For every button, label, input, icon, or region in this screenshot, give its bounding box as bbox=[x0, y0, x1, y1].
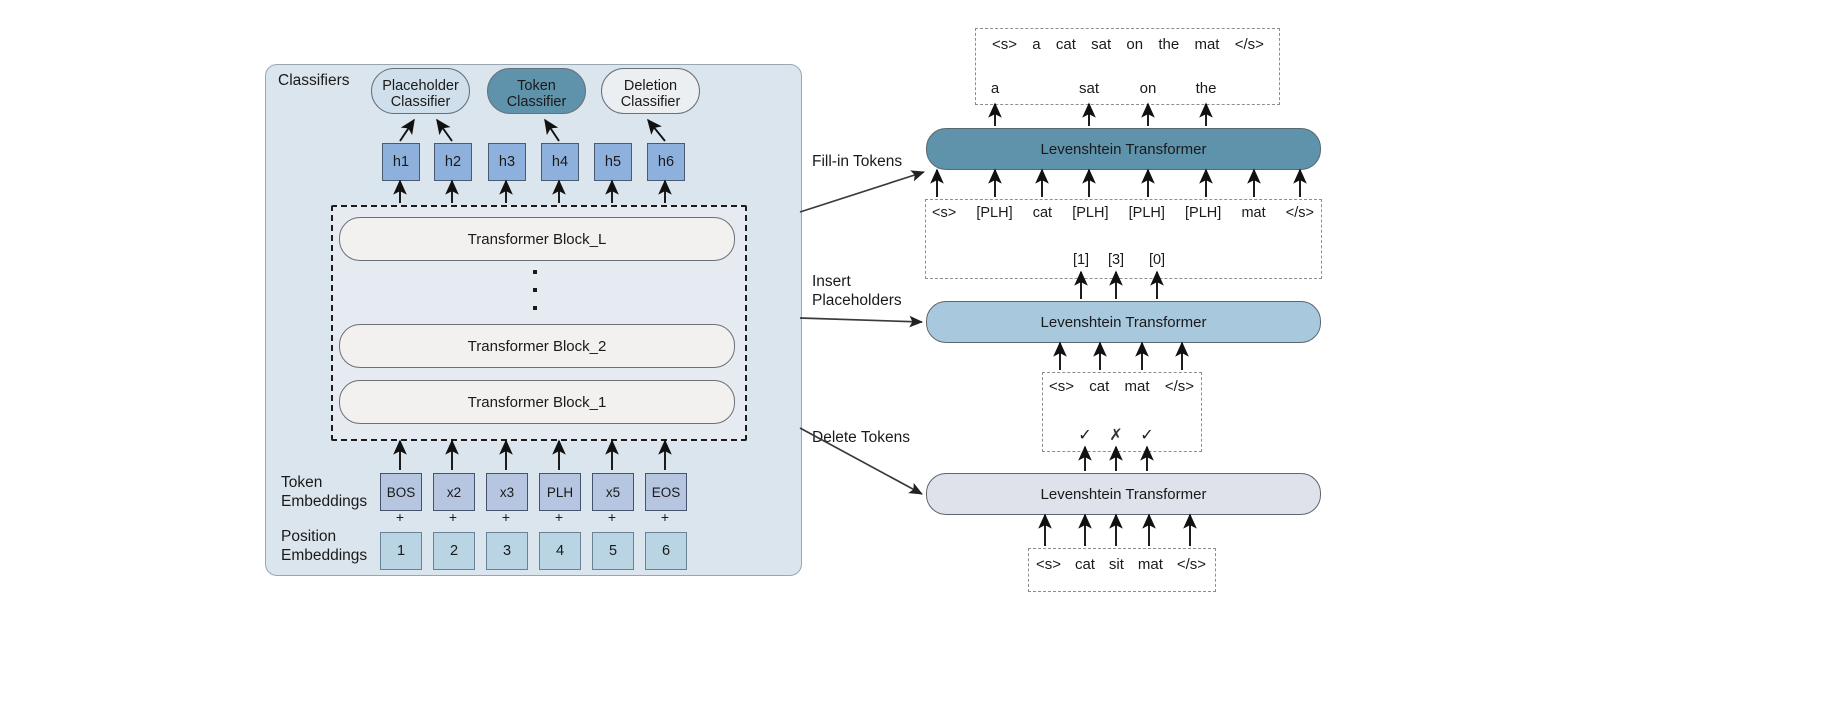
position-embedding-1: 2 bbox=[433, 532, 475, 570]
hidden-state-h1: h1 bbox=[382, 143, 420, 181]
deletion-decision-delete-icon-1: ✗ bbox=[1109, 427, 1123, 444]
stage-label-delete-tokens: Delete Tokens bbox=[812, 429, 910, 446]
placeholder-token-0: <s> bbox=[932, 205, 957, 221]
insertion-count-2: [0] bbox=[1148, 252, 1166, 268]
placeholder-token-5: [PLH] bbox=[1185, 205, 1222, 221]
post-delete-token-0: <s> bbox=[1049, 378, 1075, 395]
token-embedding-5: EOS bbox=[645, 473, 687, 511]
hidden-state-h6: h6 bbox=[647, 143, 685, 181]
transformer-block-1: Transformer Block_1 bbox=[339, 380, 735, 424]
token-classifier-label-line1: Token bbox=[517, 78, 556, 94]
levenshtein-transformer-fill-in[interactable]: Levenshtein Transformer bbox=[926, 128, 1321, 170]
hidden-state-h4: h4 bbox=[541, 143, 579, 181]
position-embeddings-label: Position Embeddings bbox=[281, 527, 367, 565]
placeholder-sequence: <s> [PLH] cat [PLH] [PLH] [PLH] mat </s> bbox=[932, 205, 1314, 221]
input-token-0: <s> bbox=[1036, 556, 1062, 573]
input-token-4: </s> bbox=[1176, 556, 1206, 573]
transformer-block-L: Transformer Block_L bbox=[339, 217, 735, 261]
token-embeddings-label: Token Embeddings bbox=[281, 473, 367, 511]
filled-token-1: sat bbox=[1078, 80, 1099, 97]
classifiers-label: Classifiers bbox=[278, 72, 350, 89]
position-embeddings-label-line2: Embeddings bbox=[281, 547, 368, 564]
token-embedding-3: PLH bbox=[539, 473, 581, 511]
post-delete-sequence-box bbox=[1042, 372, 1202, 452]
input-sequence: <s> cat sit mat </s> bbox=[1036, 556, 1206, 573]
deletion-classifier-label-line2: Classifier bbox=[620, 94, 681, 110]
placeholder-token-1: [PLH] bbox=[976, 205, 1013, 221]
final-output-sequence: <s> a cat sat on the mat </s> bbox=[992, 36, 1264, 53]
filled-token-3: the bbox=[1195, 80, 1217, 97]
levenshtein-transformer-insert[interactable]: Levenshtein Transformer bbox=[926, 301, 1321, 343]
token-embedding-4: x5 bbox=[592, 473, 634, 511]
final-token-4: on bbox=[1126, 36, 1144, 53]
post-delete-token-1: cat bbox=[1089, 378, 1110, 395]
placeholder-token-4: [PLH] bbox=[1128, 205, 1165, 221]
token-embeddings-label-line2: Embeddings bbox=[281, 493, 368, 510]
levenshtein-transformer-delete[interactable]: Levenshtein Transformer bbox=[926, 473, 1321, 515]
position-embedding-5: 6 bbox=[645, 532, 687, 570]
input-sequence-box bbox=[1028, 548, 1216, 592]
stage-label-insert-placeholders-line2: Placeholders bbox=[812, 292, 902, 309]
filled-token-2: on bbox=[1139, 80, 1157, 97]
token-classifier-label-line2: Classifier bbox=[506, 94, 567, 110]
final-token-1: a bbox=[1032, 36, 1041, 53]
transformer-block-2: Transformer Block_2 bbox=[339, 324, 735, 368]
final-token-6: mat bbox=[1194, 36, 1220, 53]
plus-icon-2: + bbox=[501, 509, 511, 525]
final-token-5: the bbox=[1158, 36, 1180, 53]
hidden-state-h5: h5 bbox=[594, 143, 632, 181]
stage-label-insert-placeholders: Insert Placeholders bbox=[812, 272, 902, 310]
input-token-2: sit bbox=[1108, 556, 1124, 573]
placeholder-token-7: </s> bbox=[1285, 205, 1314, 221]
position-embedding-2: 3 bbox=[486, 532, 528, 570]
plus-icon-0: + bbox=[395, 509, 405, 525]
deletion-decision-keep-icon-0: ✓ bbox=[1078, 427, 1092, 444]
filled-token-0: a bbox=[990, 80, 1000, 97]
stage-label-insert-placeholders-line1: Insert bbox=[812, 273, 851, 290]
input-token-1: cat bbox=[1074, 556, 1095, 573]
insertion-count-0: [1] bbox=[1072, 252, 1090, 268]
placeholder-classifier-label-line1: Placeholder bbox=[382, 78, 459, 94]
post-delete-sequence: <s> cat mat </s> bbox=[1049, 378, 1194, 395]
plus-icon-4: + bbox=[607, 509, 617, 525]
position-embedding-4: 5 bbox=[592, 532, 634, 570]
final-output-box bbox=[975, 28, 1280, 105]
token-embedding-1: x2 bbox=[433, 473, 475, 511]
placeholder-classifier[interactable]: Placeholder Classifier bbox=[371, 68, 470, 114]
token-embedding-0: BOS bbox=[380, 473, 422, 511]
position-embeddings-label-line1: Position bbox=[281, 528, 337, 545]
insertion-count-1: [3] bbox=[1107, 252, 1125, 268]
position-embedding-3: 4 bbox=[539, 532, 581, 570]
placeholder-token-2: cat bbox=[1032, 205, 1053, 221]
token-embedding-2: x3 bbox=[486, 473, 528, 511]
final-token-2: cat bbox=[1055, 36, 1076, 53]
final-token-0: <s> bbox=[992, 36, 1018, 53]
placeholder-token-3: [PLH] bbox=[1072, 205, 1109, 221]
deletion-decision-keep-icon-2: ✓ bbox=[1140, 427, 1154, 444]
plus-icon-5: + bbox=[660, 509, 670, 525]
hidden-state-h3: h3 bbox=[488, 143, 526, 181]
hidden-state-h2: h2 bbox=[434, 143, 472, 181]
vertical-ellipsis-icon bbox=[531, 270, 539, 310]
stage-label-fill-in-tokens: Fill-in Tokens bbox=[812, 153, 903, 170]
final-token-7: </s> bbox=[1234, 36, 1264, 53]
placeholder-classifier-label-line2: Classifier bbox=[390, 94, 451, 110]
final-token-3: sat bbox=[1091, 36, 1112, 53]
placeholder-sequence-box bbox=[925, 199, 1322, 279]
input-token-3: mat bbox=[1137, 556, 1163, 573]
deletion-classifier[interactable]: Deletion Classifier bbox=[601, 68, 700, 114]
post-delete-token-2: mat bbox=[1124, 378, 1150, 395]
token-classifier[interactable]: Token Classifier bbox=[487, 68, 586, 114]
placeholder-token-6: mat bbox=[1241, 205, 1266, 221]
token-embeddings-label-line1: Token bbox=[281, 474, 323, 491]
deletion-classifier-label-line1: Deletion bbox=[623, 78, 678, 94]
position-embedding-0: 1 bbox=[380, 532, 422, 570]
plus-icon-1: + bbox=[448, 509, 458, 525]
plus-icon-3: + bbox=[554, 509, 564, 525]
post-delete-token-3: </s> bbox=[1164, 378, 1194, 395]
